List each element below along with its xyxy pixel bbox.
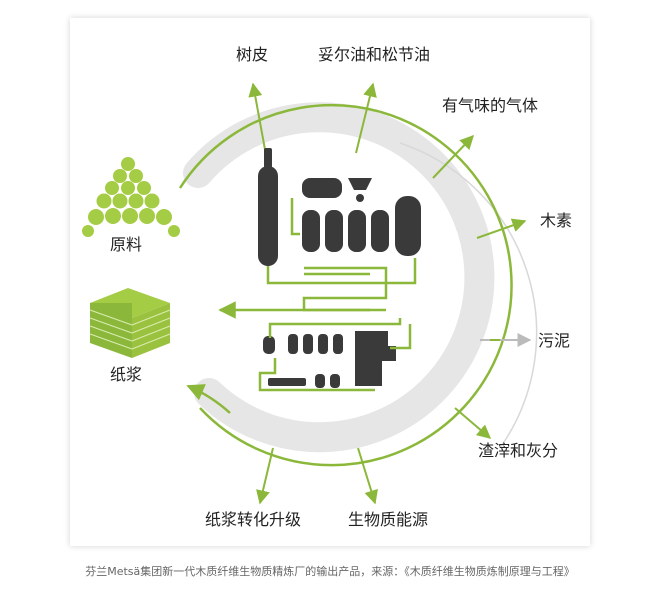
raw-material-icon xyxy=(82,157,180,237)
diagram-frame: 原料 纸浆 xyxy=(70,18,590,546)
odorous-gas-label: 有气味的气体 xyxy=(442,96,538,115)
pulp-icon xyxy=(89,288,171,358)
process-pipes xyxy=(218,198,417,392)
pulp-label: 纸浆 xyxy=(110,365,142,384)
pulp-upgrade-arrow xyxy=(256,447,274,505)
figure-caption: 芬兰Metsä集团新一代木质纤维生物质精炼厂的输出产品，来源：《木质纤维生物质炼… xyxy=(85,565,575,578)
green-process-ring xyxy=(178,103,513,467)
tall-oil-arrow xyxy=(355,82,377,154)
tall-oil-label: 妥尔油和松节油 xyxy=(318,45,430,64)
bioenergy-arrow xyxy=(357,447,378,505)
outer-gray-ring xyxy=(183,102,495,453)
odorous-gas-arrow xyxy=(432,134,474,179)
pulp-upgrade-label: 纸浆转化升级 xyxy=(205,510,301,529)
sludge-label: 污泥 xyxy=(538,331,570,350)
thin-gray-arc xyxy=(399,142,538,449)
process-equipment xyxy=(258,148,421,388)
lignin-label: 木素 xyxy=(540,211,572,230)
lignin-arrow xyxy=(476,218,527,239)
bioenergy-label: 生物质能源 xyxy=(348,510,428,529)
bark-label: 树皮 xyxy=(236,45,268,64)
biorefinery-diagram: 原料 纸浆 xyxy=(82,45,572,529)
dregs-arrow xyxy=(454,407,492,439)
bark-arrow xyxy=(248,82,267,156)
pulp-arrow xyxy=(186,384,231,414)
raw-material-label: 原料 xyxy=(110,235,142,254)
dregs-ash-label: 渣滓和灰分 xyxy=(478,441,558,460)
